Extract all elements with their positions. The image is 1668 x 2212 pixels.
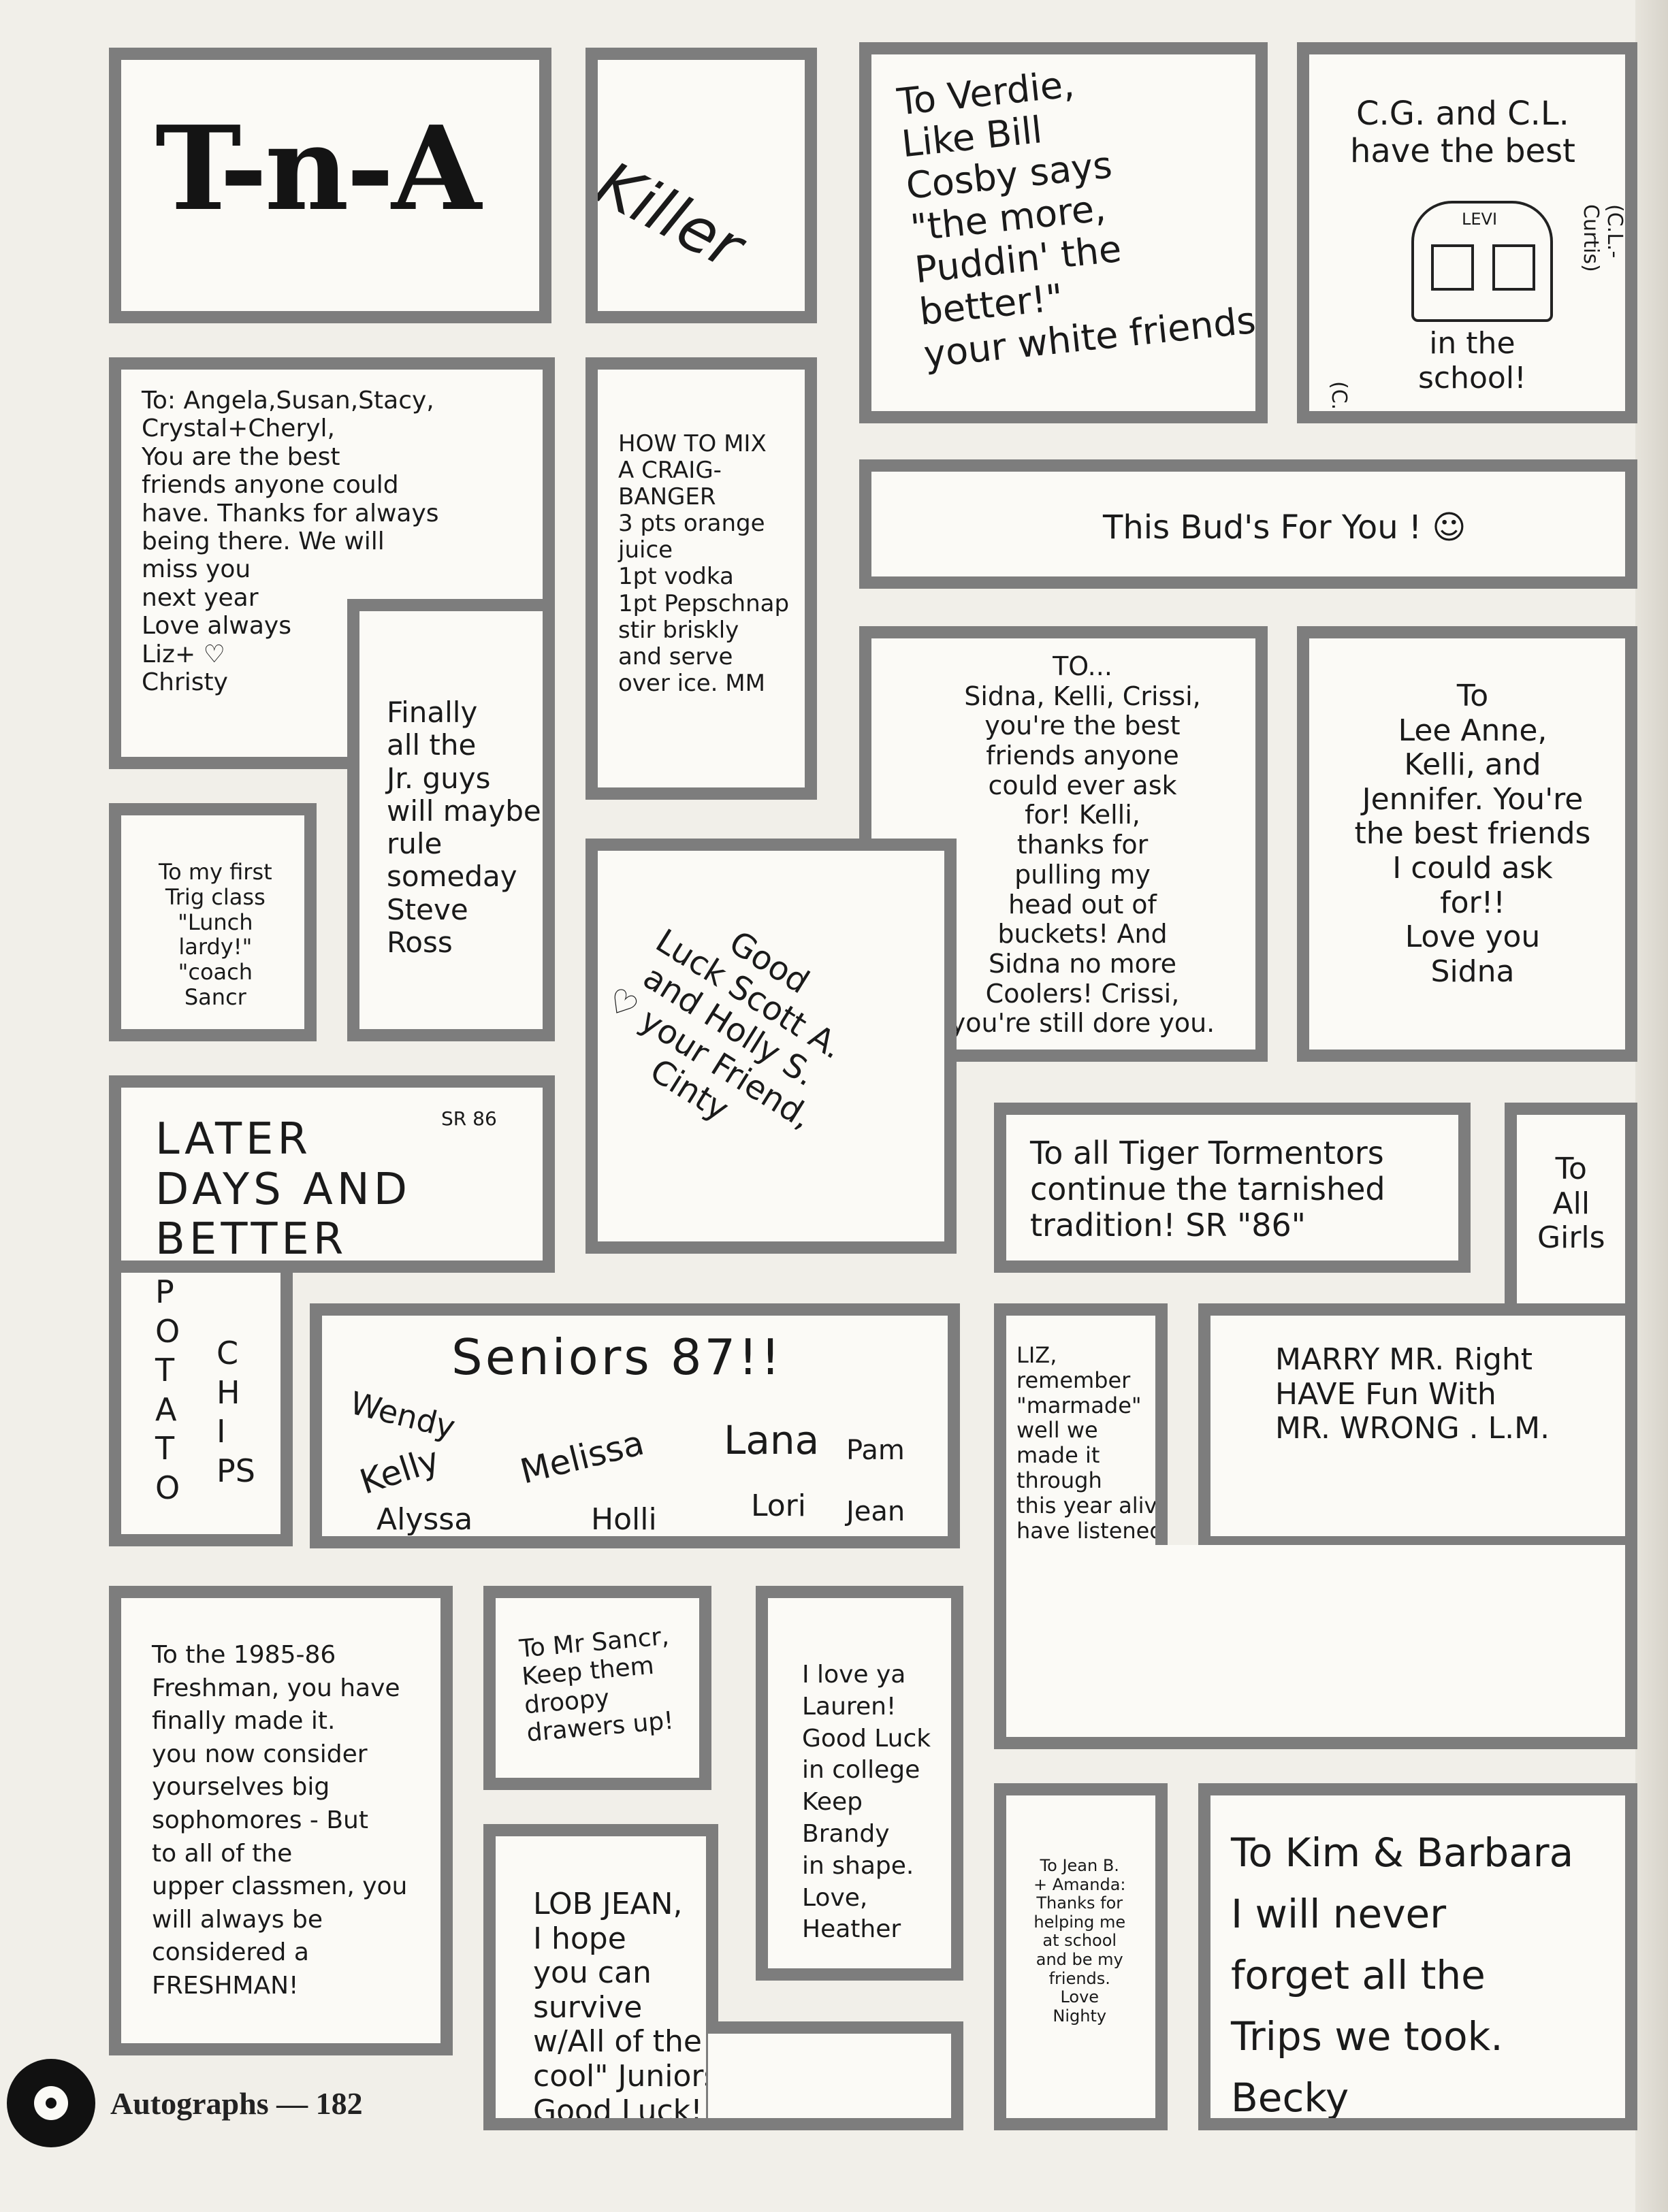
autograph-box-tigers: To all Tiger Tormentors continue the tar…: [994, 1103, 1471, 1273]
killer-signature: Killer: [586, 148, 755, 284]
record-disc-icon: [7, 2059, 95, 2147]
verdie-note: To Verdie, Like Bill Cosby says "the mor…: [895, 62, 1258, 376]
autograph-box-cg-cl: C.G. and C.L. have the best LEVI in the …: [1297, 42, 1637, 423]
page-gutter-shadow: [1635, 0, 1668, 2212]
footer-page-number: 182: [315, 2085, 363, 2121]
autograph-box-kim-barbara: To Kim & Barbara I will never forget all…: [1198, 1783, 1637, 2130]
later-days-sr-tag: SR 86: [441, 1107, 497, 1130]
trig-note: To my first Trig class "Lunch lardy!" "c…: [159, 859, 272, 1010]
senior-name: Holli: [591, 1502, 657, 1537]
kim-barbara-note: To Kim & Barbara I will never forget all…: [1231, 1829, 1574, 2121]
autograph-box-verdie: To Verdie, Like Bill Cosby says "the mor…: [859, 42, 1268, 423]
autograph-box-sancr: To Mr Sancr, Keep them droopy drawers up…: [483, 1586, 711, 1790]
autograph-box-freshman: To the 1985-86 Freshman, you have finall…: [109, 1586, 453, 2055]
cg-clayton-label: (C.G.-CLAYTON): [1327, 381, 1351, 411]
wendy-note-continuation: [1006, 1545, 1013, 1552]
jr-guys-note: Finally all the Jr. guys will maybe rule…: [387, 696, 541, 960]
footer-separator: —: [276, 2085, 308, 2121]
marry-note: MARRY MR. Right HAVE Fun With MR. WRONG …: [1275, 1342, 1550, 1446]
angela-note: To: Angela,Susan,Stacy, Crystal+Cheryl, …: [142, 387, 439, 696]
autograph-box-later-days: LATER DAYS AND BETTER SR 86: [109, 1075, 555, 1273]
tna-title: T-n-A: [155, 101, 481, 237]
senior-name: Melissa: [516, 1422, 648, 1492]
page-footer: Autographs — 182: [7, 2055, 388, 2151]
autograph-box-bud: This Bud's For You ! ☺: [859, 459, 1637, 589]
autograph-box-marry: MARRY MR. Right HAVE Fun With MR. WRONG …: [1198, 1303, 1637, 1548]
autograph-box-jean-amanda: To Jean B. + Amanda: Thanks for helping …: [994, 1783, 1168, 2130]
autograph-box-lob-jean-lower: [708, 2021, 963, 2130]
bud-note: This Bud's For You ! ☺: [1103, 508, 1466, 547]
freshman-note: To the 1985-86 Freshman, you have finall…: [152, 1641, 408, 2000]
autograph-box-tna: T-n-A: [109, 48, 551, 323]
tigers-note: To all Tiger Tormentors continue the tar…: [1030, 1135, 1385, 1243]
levi-label: LEVI: [1462, 210, 1498, 229]
lob-jean-note: LOB JEAN, I hope you can survive w/All o…: [533, 1887, 718, 2128]
autograph-box-craig-banger: HOW TO MIX A CRAIG- BANGER 3 pts orange …: [586, 357, 817, 800]
cg-cl-heading: C.G. and C.L. have the best: [1350, 95, 1575, 171]
senior-name: Wendy: [346, 1384, 459, 1446]
cg-cl-school: in the school!: [1418, 326, 1526, 395]
senior-name: Kelly: [355, 1440, 445, 1502]
levi-jeans-drawing: LEVI: [1411, 201, 1553, 322]
autograph-box-sidna: TO... Sidna, Kelli, Crissi, you're the b…: [859, 626, 1268, 1062]
autograph-box-seniors: Seniors 87!! Wendy Kelly Melissa Lana Pa…: [310, 1303, 960, 1548]
lauren-note: I love ya Lauren! Good Luck in college K…: [802, 1661, 931, 1944]
sidna-note: TO... Sidna, Kelli, Crissi, you're the b…: [950, 651, 1215, 1039]
autograph-box-good-luck: Good Luck Scott A. and Holly S. ♡ your F…: [586, 839, 957, 1254]
footer-section: Autographs: [110, 2085, 269, 2121]
senior-name: Jean: [846, 1496, 905, 1527]
senior-name: Alyssa: [376, 1502, 473, 1537]
craig-banger-recipe: HOW TO MIX A CRAIG- BANGER 3 pts orange …: [618, 430, 790, 697]
later-days-note: LATER DAYS AND BETTER: [155, 1114, 411, 1265]
senior-name: Lana: [724, 1417, 820, 1463]
sancr-note: To Mr Sancr, Keep them droopy drawers up…: [518, 1622, 675, 1748]
autograph-box-killer: Killer: [586, 48, 817, 323]
cl-curtis-label: (C.L.-Curtis): [1579, 204, 1626, 272]
autograph-box-wendy: [994, 1545, 1637, 1749]
good-luck-note: Good Luck Scott A. and Holly S. ♡ your F…: [600, 922, 850, 1137]
autograph-box-angela: To: Angela,Susan,Stacy, Crystal+Cheryl, …: [109, 357, 555, 769]
jean-amanda-note: To Jean B. + Amanda: Thanks for helping …: [1033, 1856, 1126, 2026]
autograph-box-trig: To my first Trig class "Lunch lardy!" "c…: [109, 803, 317, 1041]
chips-letters: C H I PS: [216, 1335, 255, 1489]
autograph-box-jr-guys: Finally all the Jr. guys will maybe rule…: [347, 599, 555, 1041]
autograph-box-potato-chips: P O T A T O C H I PS: [109, 1260, 293, 1546]
seniors-title: Seniors 87!!: [451, 1329, 784, 1386]
senior-name: Lori: [751, 1489, 806, 1523]
autograph-box-lob-jean: LOB JEAN, I hope you can survive w/All o…: [483, 1824, 718, 2130]
footer-label: Autographs — 182: [110, 2085, 363, 2121]
autograph-box-lauren: I love ya Lauren! Good Luck in college K…: [756, 1586, 963, 1981]
senior-name: Pam: [846, 1435, 905, 1466]
lee-anne-note: To Lee Anne, Kelli, and Jennifer. You're…: [1354, 679, 1591, 989]
potato-letters: P O T A T O: [155, 1273, 180, 1506]
all-girls-note: To All Girls: [1537, 1152, 1605, 1256]
autograph-box-lee-anne: To Lee Anne, Kelli, and Jennifer. You're…: [1297, 626, 1637, 1062]
